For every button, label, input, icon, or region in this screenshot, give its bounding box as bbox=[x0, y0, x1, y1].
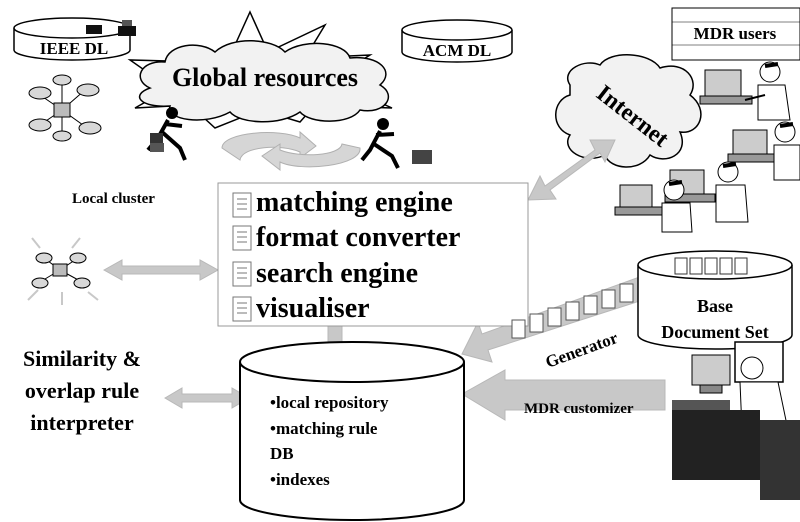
user-workstation-icon bbox=[614, 179, 693, 233]
engine-components-box: matching engine format converter search … bbox=[217, 182, 529, 327]
base-document-line1: Base bbox=[697, 296, 733, 316]
local-cluster-label: Local cluster bbox=[72, 191, 155, 207]
repository-item-local: •local repository bbox=[270, 393, 389, 412]
local-repository-database: •local repository •matching rule DB •ind… bbox=[239, 341, 465, 521]
generated-documents-icons bbox=[511, 283, 634, 339]
user-workstation-icon bbox=[727, 121, 800, 181]
rule-interpreter-label: Similarity & overlap rule interpreter bbox=[23, 346, 141, 435]
internet-cloud-group: Internet bbox=[555, 54, 702, 168]
repository-item-indexes: •indexes bbox=[270, 470, 330, 489]
generator-label: Generator bbox=[543, 328, 621, 372]
internet-engine-arrow bbox=[527, 139, 616, 201]
base-document-line2: Document Set bbox=[661, 322, 768, 342]
repository-item-db: DB bbox=[270, 444, 294, 463]
document-icon bbox=[232, 296, 252, 322]
engine-item-matching: matching engine bbox=[256, 187, 453, 218]
base-documents-icons bbox=[674, 257, 748, 275]
document-icon bbox=[232, 192, 252, 218]
document-icon bbox=[232, 261, 252, 287]
mdr-customizer-label: MDR customizer bbox=[524, 401, 634, 417]
cluster-engine-arrow bbox=[102, 259, 220, 281]
acm-dl-database: ACM DL bbox=[401, 19, 513, 63]
acm-dl-label: ACM DL bbox=[423, 41, 491, 60]
global-resources-group: Global resources bbox=[127, 10, 393, 129]
internet-cloud bbox=[555, 54, 702, 168]
global-resources-cloud bbox=[138, 40, 390, 123]
document-icon bbox=[232, 225, 252, 251]
mdr-users-label: MDR users bbox=[694, 24, 777, 43]
mdr-users-group: MDR users bbox=[614, 7, 800, 233]
ieee-dl-printer-icon bbox=[86, 25, 102, 34]
ieee-dl-label: IEEE DL bbox=[40, 39, 109, 58]
repository-item-matching-rule: •matching rule bbox=[270, 419, 378, 438]
engine-item-search: search engine bbox=[256, 258, 418, 289]
rule-interpreter-line3: interpreter bbox=[30, 410, 134, 435]
global-network-cluster-icon bbox=[28, 74, 102, 142]
local-cluster-icon bbox=[27, 237, 99, 305]
user-workstation-icon bbox=[699, 61, 791, 121]
running-agent-left-icon bbox=[146, 107, 187, 161]
customizer-repository-arrow bbox=[461, 369, 666, 421]
running-agent-right-icon bbox=[360, 118, 432, 169]
base-document-set-database: Base Document Set bbox=[637, 250, 793, 350]
interpreter-repository-arrow bbox=[164, 387, 250, 409]
rule-interpreter-line2: overlap rule bbox=[25, 378, 139, 403]
rule-interpreter-line1: Similarity & bbox=[23, 346, 141, 371]
ieee-dl-database: IEEE DL bbox=[13, 17, 136, 61]
engine-item-visualiser: visualiser bbox=[256, 293, 370, 324]
global-resources-label: Global resources bbox=[172, 63, 358, 92]
circular-exchange-arrows bbox=[221, 130, 361, 172]
engine-item-converter: format converter bbox=[256, 222, 460, 253]
ieee-dl-computer-icon bbox=[118, 26, 136, 36]
customizer-workstation-icon bbox=[672, 341, 800, 500]
